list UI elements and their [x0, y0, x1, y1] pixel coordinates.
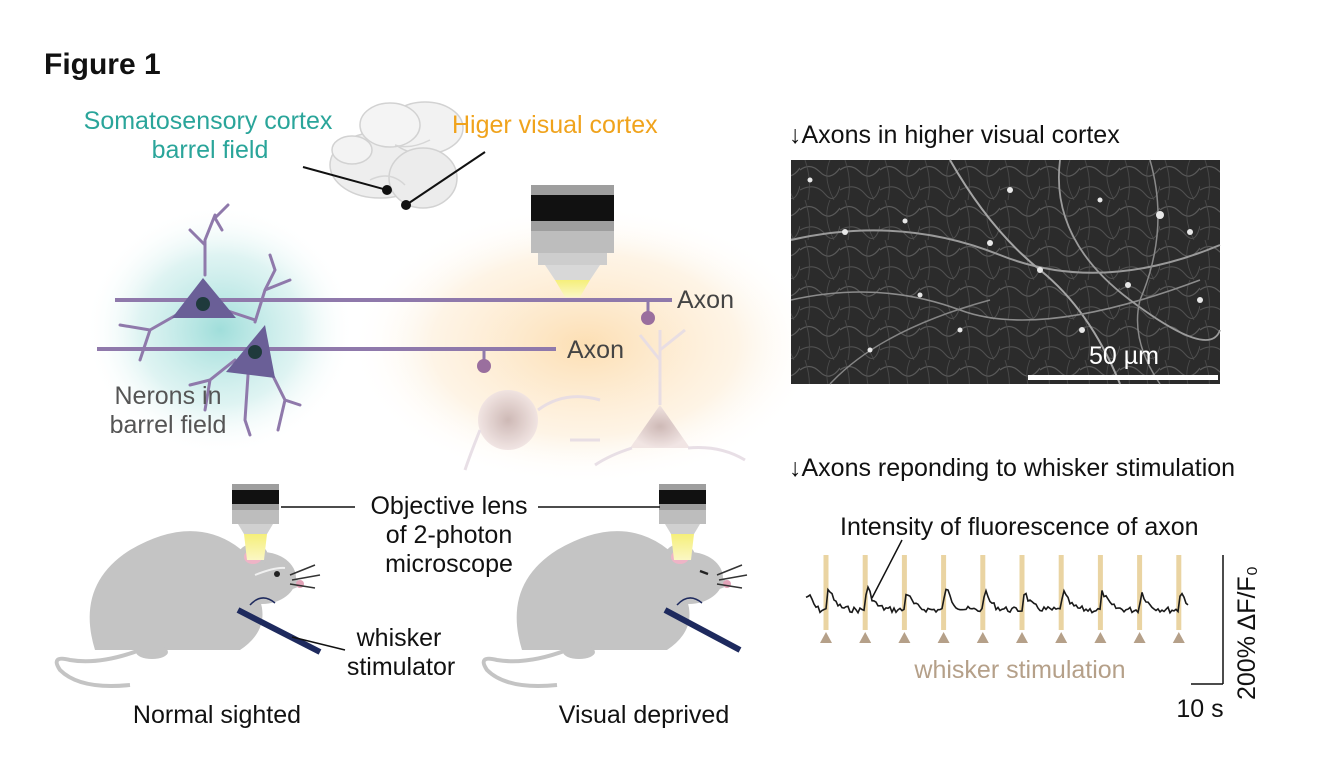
stimulus-bar — [1176, 555, 1182, 630]
objective-lens-large — [531, 185, 614, 297]
figure-title: Figure 1 — [44, 48, 161, 81]
stimulation-label: whisker stimulation — [913, 656, 1125, 684]
stimulus-marker — [859, 632, 872, 643]
visual-pointer-line — [405, 151, 486, 206]
axon-micrograph: 50 µm — [790, 159, 1221, 385]
stimulus-bar — [941, 555, 947, 630]
neurons-label-line2: barrel field — [110, 411, 227, 439]
stimulator-pointer — [291, 636, 346, 651]
stimulus-bar — [980, 555, 986, 630]
stimulus-marker — [976, 632, 989, 643]
neuron-1-nucleus — [196, 297, 210, 311]
x-scale-label: 10 s — [1176, 695, 1223, 723]
scale-bar-label: 50 µm — [1089, 342, 1159, 370]
stimulator-label-line2: stimulator — [347, 653, 455, 681]
somatosensory-label-line1: Somatosensory cortex — [84, 107, 333, 135]
trace-scale-bars — [1191, 555, 1224, 685]
stimulus-bar — [1019, 555, 1025, 630]
objective-lens-small-left — [232, 484, 279, 560]
brain-illustration — [329, 101, 464, 209]
stimulation-arc-right — [676, 597, 703, 606]
trace-panel-heading: ↓Axons reponding to whisker stimulation — [789, 454, 1235, 482]
somatosensory-label-line2: barrel field — [152, 136, 269, 164]
stimulus-markers — [820, 632, 1185, 643]
trace-label: Intensity of fluorescence of axon — [840, 513, 1199, 541]
normal-sighted-label: Normal sighted — [133, 701, 301, 729]
mouse-normal-sighted — [54, 531, 321, 688]
barrel-field-glow — [85, 205, 355, 455]
stimulus-bar — [1058, 555, 1064, 630]
scale-bar — [1028, 375, 1218, 380]
objective-label-line3: microscope — [385, 550, 513, 578]
stimulus-bar — [823, 555, 829, 630]
stimulus-marker — [1172, 632, 1185, 643]
y-scale-label: 200% ΔF/F₀ — [1233, 566, 1261, 700]
stimulus-marker — [937, 632, 950, 643]
whisker-stimulator-left — [236, 607, 322, 655]
visual-cortex-glow — [350, 205, 820, 485]
stimulus-bars — [823, 555, 1182, 630]
objective-label-line1: Objective lens — [370, 492, 527, 520]
stimulus-marker — [1055, 632, 1068, 643]
stimulus-marker — [1016, 632, 1028, 643]
mouse-visual-deprived — [481, 531, 748, 688]
visual-deprived-label: Visual deprived — [559, 701, 729, 729]
visual-cortex-neurons — [463, 328, 746, 471]
visual-pointer-dot — [401, 200, 411, 210]
stimulus-marker — [1094, 632, 1107, 643]
objective-lens-small-right — [659, 484, 706, 560]
stimulus-bar — [862, 555, 868, 630]
axon-label-bottom: Axon — [567, 336, 624, 364]
stimulus-marker — [820, 632, 832, 643]
stimulation-arc-left — [249, 597, 276, 606]
synapse-bouton-bottom — [477, 359, 491, 373]
stimulus-bar — [1097, 555, 1103, 630]
whisker-stimulator-right — [663, 607, 742, 653]
neuron-2-nucleus — [248, 345, 262, 359]
somatosensory-pointer-dot — [382, 185, 392, 195]
visual-cortex-label: Higer visual cortex — [452, 111, 658, 139]
trace-pointer — [871, 539, 903, 599]
objective-label-line2: of 2-photon — [386, 521, 513, 549]
axon-label-top: Axon — [677, 286, 734, 314]
stimulus-bar — [1137, 555, 1143, 630]
image-panel-heading: ↓Axons in higher visual cortex — [789, 121, 1120, 149]
synapse-bouton-top — [641, 311, 655, 325]
somatosensory-pointer-line — [302, 166, 388, 191]
stimulus-bar — [901, 555, 907, 630]
stimulus-marker — [1133, 632, 1146, 643]
stimulator-label-line1: whisker — [356, 624, 442, 652]
neurons-label-line1: Nerons in — [115, 382, 222, 410]
fluorescence-trace — [805, 584, 1189, 615]
stimulus-marker — [898, 632, 911, 643]
